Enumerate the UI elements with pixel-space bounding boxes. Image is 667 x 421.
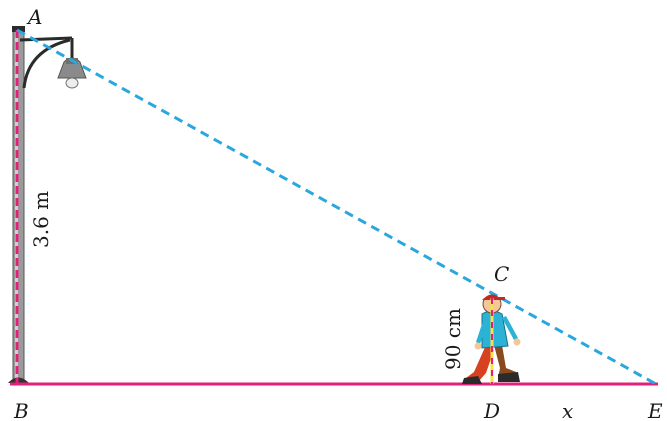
label-point-a: A [26,5,42,29]
person-figure [462,294,521,384]
label-point-b: B [13,399,29,421]
label-point-e: E [647,399,663,421]
light-ray-ae [16,28,657,386]
label-pole-height: 3.6 m [29,191,53,248]
label-point-d: D [483,399,500,421]
label-person-height: 90 cm [441,308,465,370]
label-point-c: C [494,262,509,286]
label-shadow-length: x [562,399,573,421]
lamp-icon [57,57,87,89]
